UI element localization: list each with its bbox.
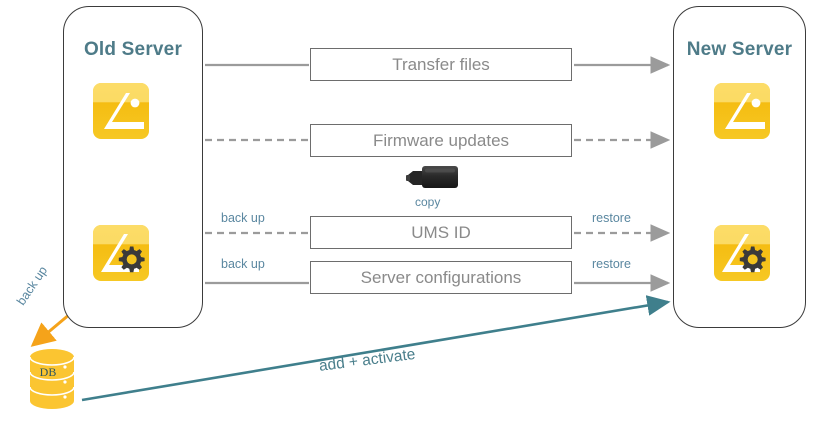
box-firmware-updates[interactable]: Firmware updates: [310, 124, 572, 157]
copy-label: copy: [415, 195, 441, 209]
panel-new-server[interactable]: New Server: [673, 6, 806, 328]
box-server-configurations[interactable]: Server configurations: [310, 261, 572, 294]
igel-config-gear-icon[interactable]: [713, 224, 771, 282]
database-cylinder-icon[interactable]: [28, 348, 76, 410]
panel-new-server-title: New Server: [686, 39, 793, 60]
add-activate-label: add + activate: [318, 345, 417, 375]
box-firmware-updates-label: Firmware updates: [372, 130, 510, 150]
usb-dongle-icon: [406, 166, 458, 188]
backup-config-label: back up: [221, 257, 265, 271]
restore-config-label: restore: [592, 257, 631, 271]
backup-db-label: back up: [14, 263, 51, 308]
box-server-configurations-label: Server configurations: [360, 267, 522, 287]
igel-config-gear-icon[interactable]: [92, 224, 150, 282]
igel-app-icon[interactable]: [92, 82, 150, 140]
backup-umsid-label: back up: [221, 211, 265, 225]
box-transfer-files[interactable]: Transfer files: [310, 48, 572, 81]
box-transfer-files-label: Transfer files: [392, 54, 490, 74]
box-ums-id[interactable]: UMS ID: [310, 216, 572, 249]
box-ums-id-label: UMS ID: [411, 222, 471, 242]
panel-old-server-title: Old Server: [83, 39, 183, 60]
igel-app-icon[interactable]: [713, 82, 771, 140]
restore-umsid-label: restore: [592, 211, 631, 225]
